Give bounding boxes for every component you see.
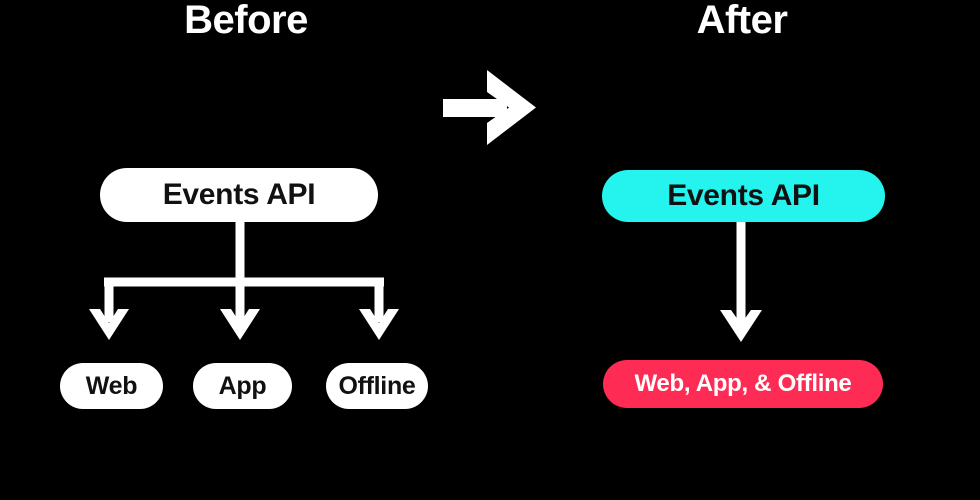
after-combined-node: Web, App, & Offline <box>603 360 883 408</box>
arrow-head <box>487 70 536 145</box>
after-combined-label: Web, App, & Offline <box>634 370 852 397</box>
down-arrowhead-icon <box>720 310 762 342</box>
before-title: Before <box>184 0 308 42</box>
before-events-api-label: Events API <box>162 178 316 211</box>
before-branch-connector <box>89 218 399 340</box>
after-title: After <box>696 0 788 42</box>
before-offline-label: Offline <box>338 371 416 400</box>
arrow-shaft <box>443 99 507 117</box>
transition-right-arrow-icon <box>443 70 536 145</box>
before-app-node: App <box>193 363 292 409</box>
down-arrowhead-icon <box>359 309 399 340</box>
after-events-api-label: Events API <box>667 179 820 212</box>
before-web-node: Web <box>60 363 163 409</box>
before-web-label: Web <box>85 371 138 400</box>
after-events-api-node: Events API <box>602 170 885 222</box>
before-app-label: App <box>218 371 267 400</box>
after-flow-connector <box>720 220 762 342</box>
before-offline-node: Offline <box>326 363 428 409</box>
before-events-api-node: Events API <box>100 168 378 222</box>
down-arrowhead-icon <box>220 309 260 340</box>
down-arrowhead-icon <box>89 309 129 340</box>
